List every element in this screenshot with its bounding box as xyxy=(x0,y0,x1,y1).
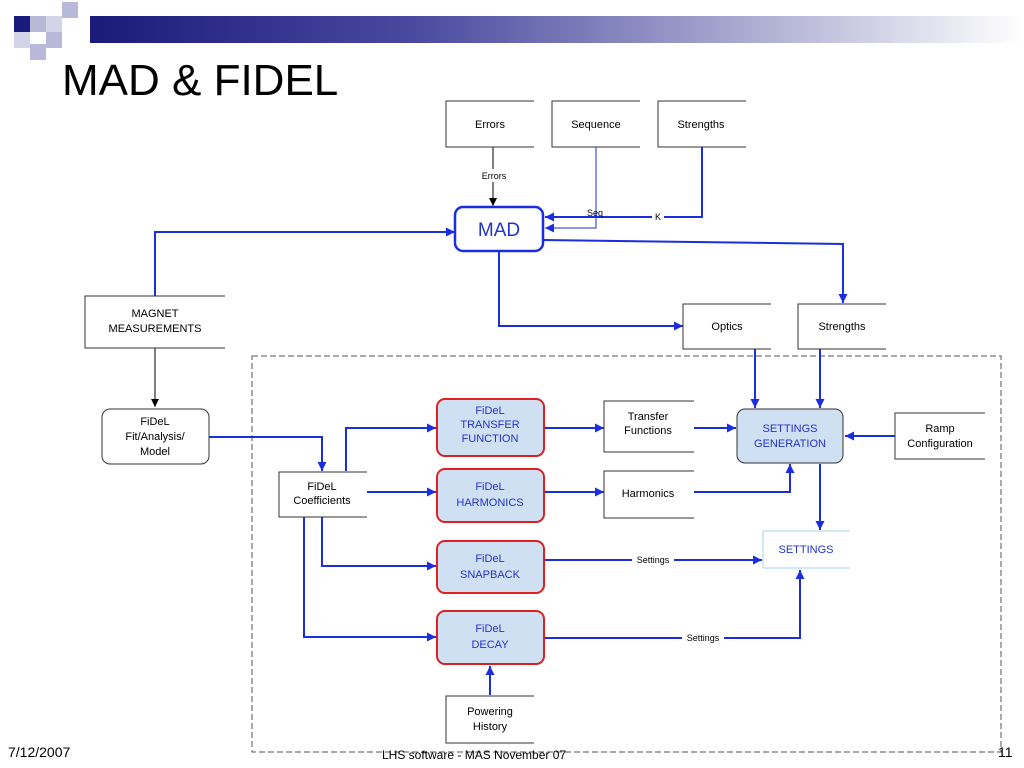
node-label: GENERATION xyxy=(754,438,826,450)
node-label: Harmonics xyxy=(622,488,675,500)
node-label: DECAY xyxy=(471,639,509,651)
node-label: Errors xyxy=(475,119,505,131)
edge-mad-strengths xyxy=(542,239,848,303)
node-settings: SETTINGS xyxy=(762,530,850,569)
node-sequence: Sequence xyxy=(551,100,640,148)
node-label: FiDeL xyxy=(475,623,504,635)
edge-label-k: K xyxy=(655,212,661,222)
node-harmonics: Harmonics xyxy=(603,470,694,519)
node-label: Powering xyxy=(467,706,513,718)
header-square-light xyxy=(30,44,46,60)
node-label: FiDeL xyxy=(140,416,169,428)
node-label: HARMONICS xyxy=(456,497,523,509)
header-square-light xyxy=(46,32,62,48)
edge-strengths-mad xyxy=(545,147,703,222)
node-label: FiDeL xyxy=(475,481,504,493)
node-label: MEASUREMENTS xyxy=(109,323,202,335)
header-square-light xyxy=(62,2,78,18)
edge-decay-settings xyxy=(544,570,805,639)
header-square-light xyxy=(46,16,62,32)
node-label: Transfer xyxy=(628,411,669,423)
node-label: TRANSFER xyxy=(460,419,519,431)
node-strengths-top: Strengths xyxy=(657,100,746,148)
node-fidel-decay: FiDeL DECAY xyxy=(436,610,545,665)
node-label: Configuration xyxy=(907,438,972,450)
edge-label-seq: Seq xyxy=(587,208,603,218)
node-fidel-snapback: FiDeL SNAPBACK xyxy=(436,540,545,594)
node-label: Fit/Analysis/ xyxy=(125,431,185,443)
node-label: SETTINGS xyxy=(778,544,833,556)
edge-coeff-decay xyxy=(303,516,436,642)
node-label: Strengths xyxy=(677,119,725,131)
header-square-light xyxy=(14,32,30,48)
edge-coeff-snapback xyxy=(321,516,436,571)
edge-mad-optics xyxy=(498,252,683,331)
edge-coeff-transfer xyxy=(345,423,436,471)
node-powering-history: Powering History xyxy=(445,695,534,744)
node-label: Model xyxy=(140,446,170,458)
fidel-region-boundary xyxy=(251,355,1002,753)
edge-label-errors: Errors xyxy=(482,171,507,181)
node-label: History xyxy=(473,721,508,733)
node-label: Ramp xyxy=(925,423,954,435)
edge-label-settings-snapback: Settings xyxy=(637,555,670,565)
footer-center-text: LHS software - MAS November 07 xyxy=(382,748,567,762)
footer-date: 7/12/2007 xyxy=(8,744,71,760)
edge-label-bg xyxy=(652,211,664,222)
header-bar xyxy=(90,16,1024,43)
node-label: Coefficients xyxy=(293,495,351,507)
edge-harm-settingsgen xyxy=(694,464,795,493)
edge-magnet-mad xyxy=(154,227,455,296)
edge-sequence-mad xyxy=(545,147,597,233)
node-ramp-configuration: Ramp Configuration xyxy=(894,412,985,460)
node-label: MAD xyxy=(478,220,520,241)
node-label: MAGNET xyxy=(131,308,178,320)
page-number: 11 xyxy=(998,744,1013,760)
node-mad: MAD xyxy=(453,205,545,253)
edge-fit-coeff xyxy=(209,436,327,471)
edge-label-bg xyxy=(632,553,674,566)
node-label: SETTINGS xyxy=(762,423,817,435)
node-transfer-functions: Transfer Functions xyxy=(603,400,694,453)
node-fidel-harmonics: FiDeL HARMONICS xyxy=(436,468,545,523)
node-errors: Errors xyxy=(445,100,534,148)
node-settings-generation: SETTINGS GENERATION xyxy=(736,408,844,464)
node-label: Optics xyxy=(711,321,743,333)
node-fidel-fit: FiDeL Fit/Analysis/ Model xyxy=(101,408,210,465)
edge-label-settings-decay: Settings xyxy=(687,633,720,643)
node-strengths-out: Strengths xyxy=(797,303,886,350)
node-label: Sequence xyxy=(571,119,621,131)
node-label: SNAPBACK xyxy=(460,569,521,581)
header-square-light xyxy=(30,16,46,32)
node-label: FiDeL xyxy=(475,405,504,417)
node-label: Strengths xyxy=(818,321,866,333)
node-label: FiDeL xyxy=(307,481,336,493)
node-fidel-coefficients: FiDeL Coefficients xyxy=(278,471,367,518)
edge-label-bg xyxy=(682,631,724,644)
node-label: FiDeL xyxy=(475,553,504,565)
slide-title: MAD & FIDEL xyxy=(62,56,339,105)
edge-label-bg xyxy=(479,169,509,182)
header-square-dark xyxy=(14,16,30,32)
node-fidel-transfer-function: FiDeL TRANSFER FUNCTION xyxy=(436,398,545,457)
node-label: FUNCTION xyxy=(462,433,519,445)
node-optics: Optics xyxy=(682,303,771,350)
node-label: Functions xyxy=(624,425,672,437)
node-magnet-measurements: MAGNET MEASUREMENTS xyxy=(84,295,225,349)
